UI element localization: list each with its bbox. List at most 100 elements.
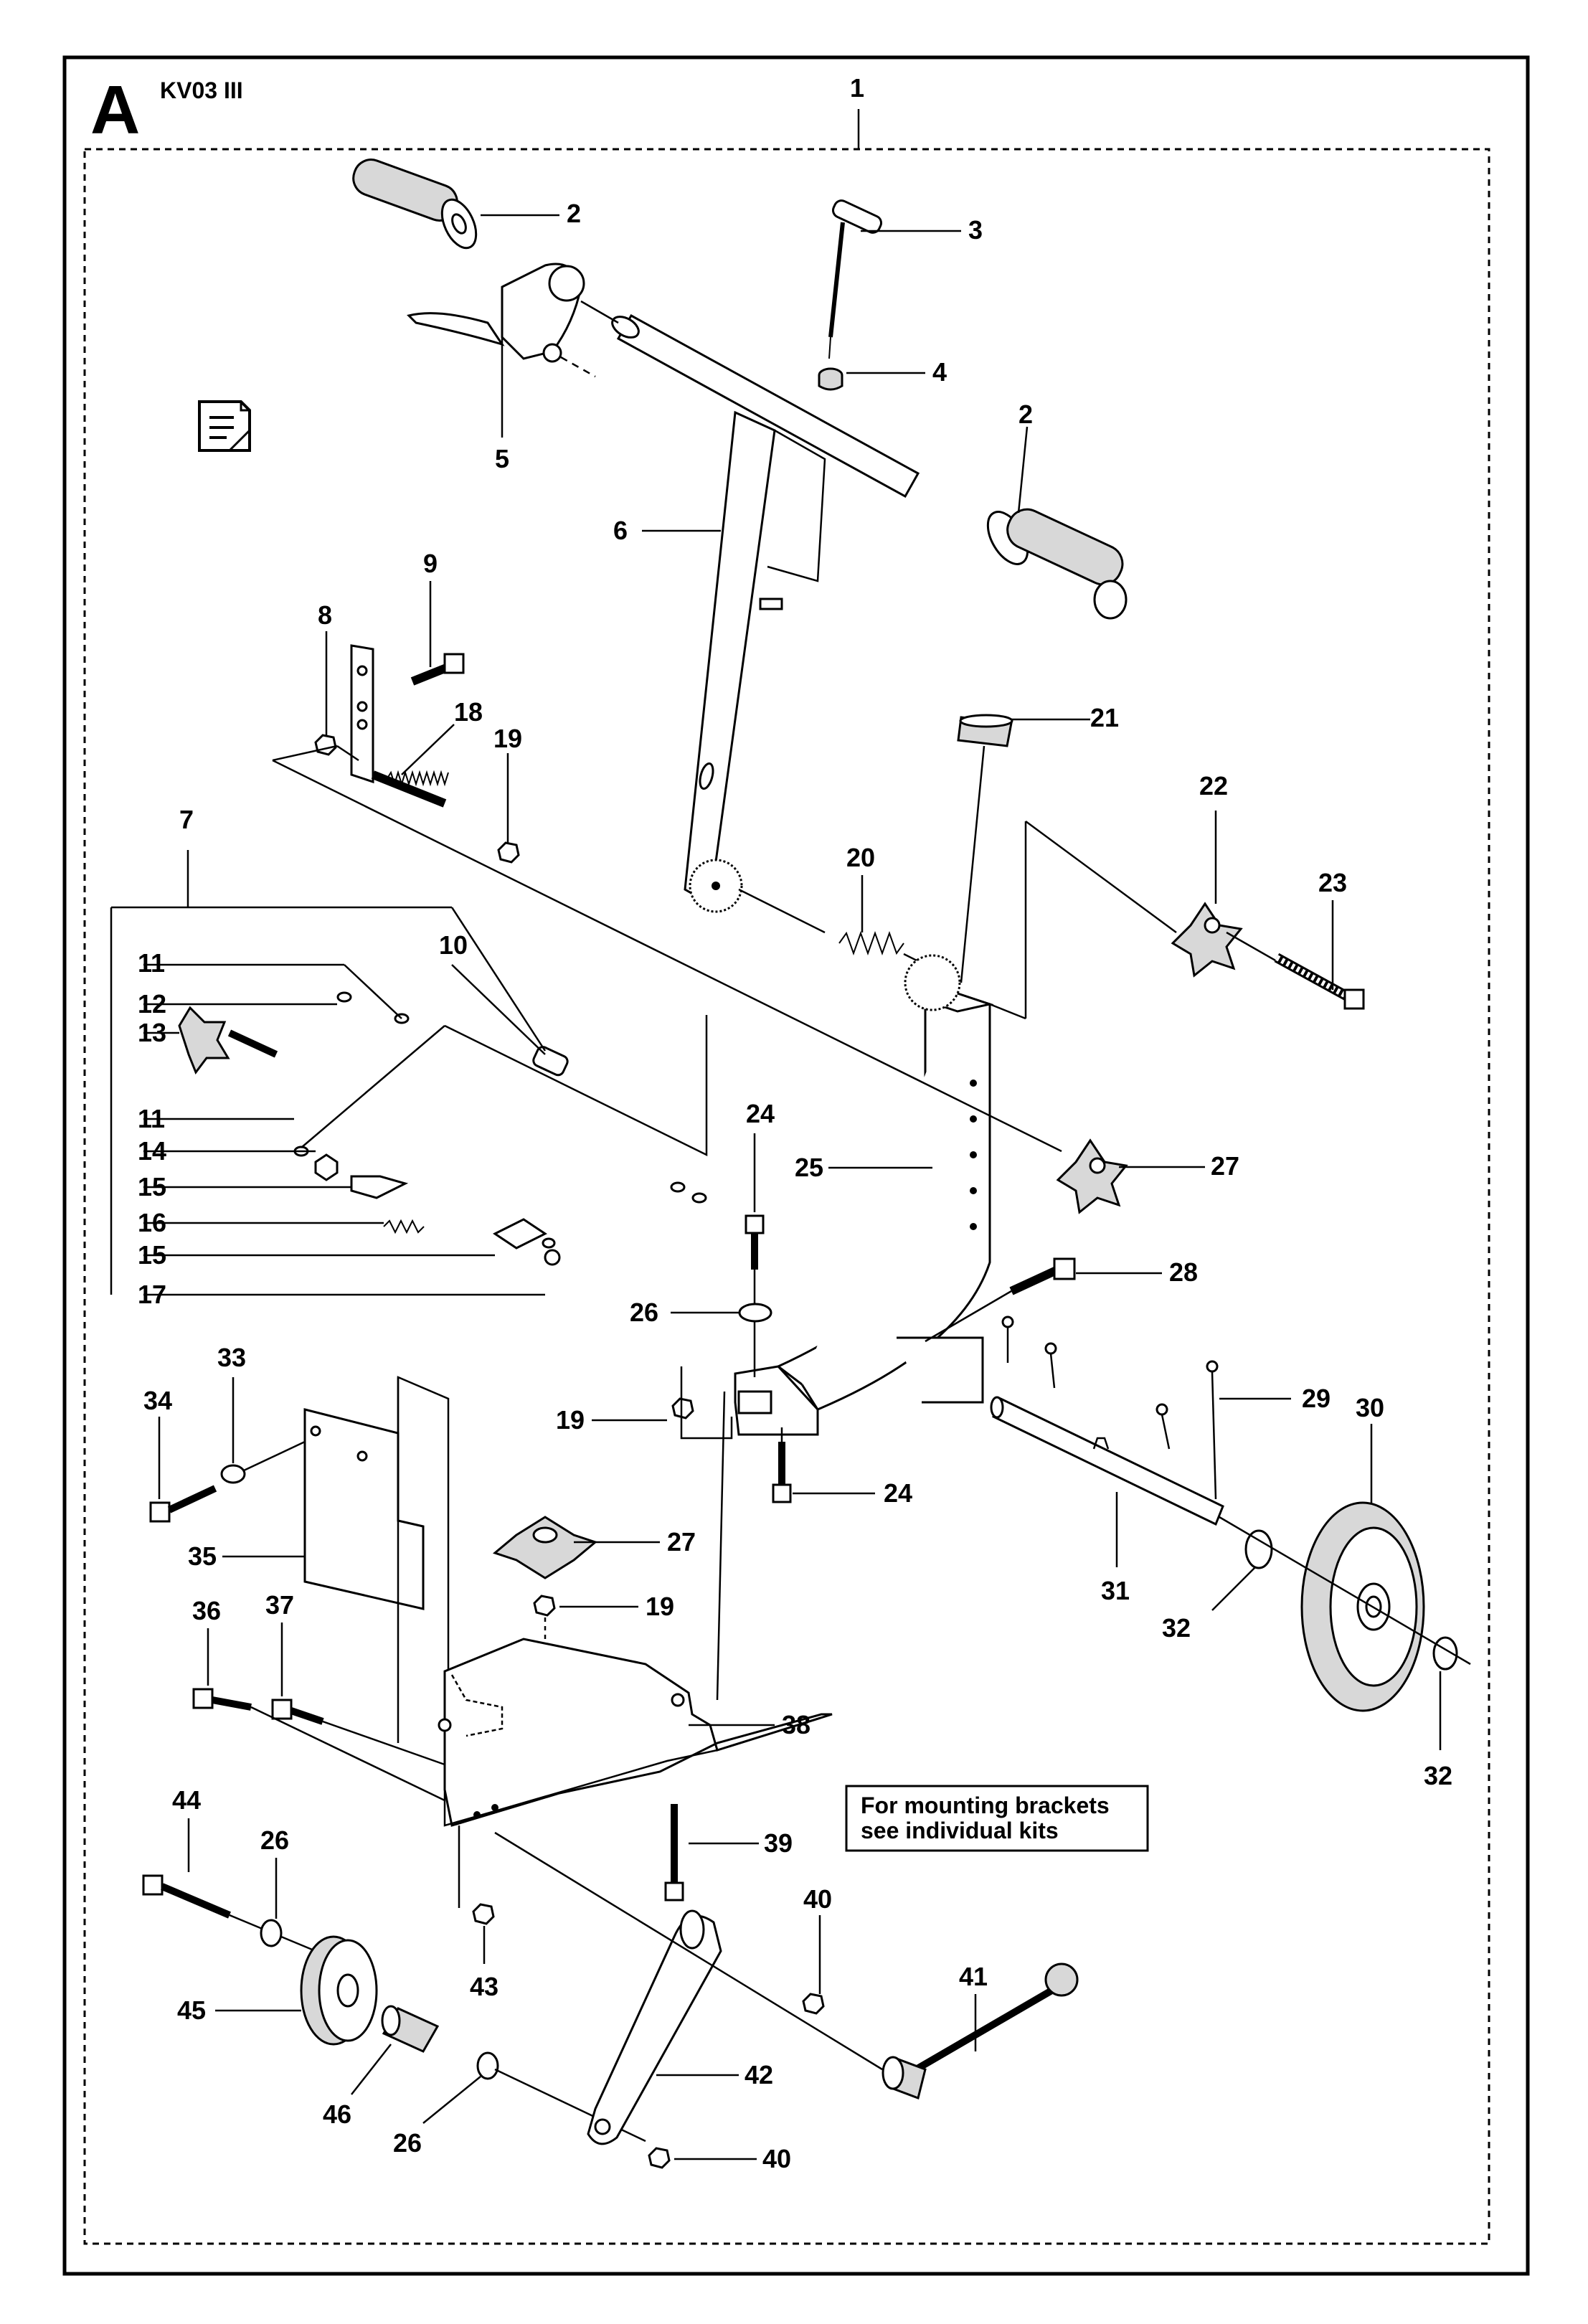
star-knob-22 bbox=[1171, 902, 1277, 978]
label-7: 7 bbox=[179, 805, 194, 834]
note-line-1: For mounting brackets bbox=[861, 1792, 1110, 1818]
handlebar-tube bbox=[580, 300, 920, 499]
label-12: 12 bbox=[138, 989, 166, 1019]
label-37: 37 bbox=[265, 1590, 294, 1620]
label-32b: 32 bbox=[1424, 1761, 1452, 1790]
threaded-insert bbox=[818, 367, 843, 391]
label-19b: 19 bbox=[556, 1405, 585, 1435]
label-14: 14 bbox=[138, 1136, 166, 1166]
guard-plate-35 bbox=[303, 1376, 450, 1754]
label-4: 4 bbox=[932, 357, 947, 387]
model-title: KV03 III bbox=[160, 77, 243, 103]
label-46: 46 bbox=[323, 2099, 351, 2129]
lock-knob-kit bbox=[178, 991, 708, 1266]
washer-32-inner bbox=[1244, 1529, 1273, 1569]
threaded-rod-18 bbox=[387, 770, 449, 787]
label-19a: 19 bbox=[493, 724, 522, 753]
label-44: 44 bbox=[172, 1785, 201, 1815]
bolt-23 bbox=[1274, 953, 1365, 1010]
label-10: 10 bbox=[439, 930, 468, 960]
assembly-line-lower bbox=[494, 1831, 883, 2071]
label-26b: 26 bbox=[260, 1825, 289, 1855]
handle-grip-right bbox=[986, 508, 1128, 620]
washer-33 bbox=[220, 1464, 246, 1484]
part-labels: 1 2 3 4 2 5 6 9 8 18 19 21 7 bbox=[138, 73, 1452, 2173]
wheel-45 bbox=[300, 1935, 378, 2046]
outer-frame bbox=[62, 55, 1530, 2276]
label-15b: 15 bbox=[138, 1240, 166, 1270]
nut-43 bbox=[472, 1903, 495, 1925]
label-38: 38 bbox=[782, 1710, 810, 1739]
assembly-line-19 bbox=[680, 1366, 733, 1440]
nut-19-middle bbox=[671, 1397, 694, 1420]
label-45: 45 bbox=[177, 1995, 206, 2025]
nut-19-lower bbox=[533, 1595, 556, 1617]
lever-41 bbox=[882, 1962, 1079, 2099]
label-25: 25 bbox=[795, 1153, 823, 1182]
manual-icon bbox=[198, 400, 251, 452]
star-knob-27-upper bbox=[1056, 1138, 1128, 1214]
adjustment-bracket bbox=[350, 644, 447, 808]
spacer-46 bbox=[381, 2005, 440, 2053]
axle-31 bbox=[990, 1396, 1224, 1526]
label-28: 28 bbox=[1169, 1257, 1198, 1287]
label-20: 20 bbox=[846, 843, 875, 872]
label-16: 16 bbox=[138, 1208, 166, 1237]
washer-26-wheel bbox=[260, 1919, 283, 1947]
washer-26-upper bbox=[738, 1303, 772, 1323]
label-27b: 27 bbox=[667, 1527, 696, 1557]
label-5: 5 bbox=[495, 444, 509, 473]
axle-centerline bbox=[1219, 1516, 1471, 1666]
label-24a: 24 bbox=[746, 1099, 775, 1128]
bolt-39 bbox=[664, 1804, 684, 1902]
label-24b: 24 bbox=[884, 1478, 912, 1508]
lower-frame-tube bbox=[734, 820, 1177, 1436]
assembly-dashed-frame bbox=[83, 148, 1490, 2245]
label-35: 35 bbox=[188, 1541, 217, 1571]
label-13: 13 bbox=[138, 1018, 166, 1047]
label-11b: 11 bbox=[138, 1104, 165, 1133]
label-6: 6 bbox=[613, 516, 628, 545]
label-8: 8 bbox=[318, 600, 332, 630]
label-42: 42 bbox=[745, 2060, 773, 2089]
section-letter: A bbox=[90, 72, 140, 148]
note-line-2: see individual kits bbox=[861, 1818, 1059, 1843]
t-key bbox=[828, 199, 883, 359]
label-19c: 19 bbox=[646, 1592, 674, 1621]
label-17: 17 bbox=[138, 1280, 166, 1309]
label-40b: 40 bbox=[762, 2144, 791, 2173]
arm-42 bbox=[587, 1909, 722, 2145]
label-40a: 40 bbox=[803, 1884, 832, 1914]
label-1: 1 bbox=[850, 73, 864, 103]
washer-26-lower bbox=[476, 2051, 499, 2080]
rubber-cap bbox=[957, 714, 1013, 983]
label-3: 3 bbox=[968, 215, 983, 245]
label-33: 33 bbox=[217, 1343, 246, 1372]
label-29: 29 bbox=[1302, 1384, 1331, 1413]
nut-8 bbox=[314, 734, 337, 756]
nut-40-upper bbox=[802, 1993, 825, 2015]
label-21: 21 bbox=[1090, 703, 1119, 732]
label-41: 41 bbox=[959, 1962, 988, 1991]
plate-line bbox=[243, 1440, 306, 1472]
label-26a: 26 bbox=[630, 1298, 658, 1327]
label-34: 34 bbox=[143, 1386, 172, 1415]
label-2a: 2 bbox=[567, 199, 581, 228]
label-36: 36 bbox=[192, 1596, 221, 1625]
throttle-lever bbox=[407, 263, 596, 378]
bolt-34 bbox=[149, 1485, 217, 1523]
label-27a: 27 bbox=[1211, 1151, 1239, 1181]
nut-19-upper bbox=[497, 841, 520, 864]
bolt-28 bbox=[925, 1257, 1076, 1343]
label-39: 39 bbox=[764, 1828, 793, 1858]
label-9: 9 bbox=[423, 549, 438, 578]
cotter-pins bbox=[1001, 1315, 1219, 1500]
label-11a: 11 bbox=[138, 948, 165, 978]
label-31: 31 bbox=[1101, 1576, 1130, 1605]
bolt-24-lower bbox=[772, 1427, 792, 1503]
wheel-30 bbox=[1300, 1501, 1425, 1712]
label-32a: 32 bbox=[1162, 1613, 1191, 1643]
label-26c: 26 bbox=[393, 2128, 422, 2158]
label-2b: 2 bbox=[1019, 400, 1033, 429]
